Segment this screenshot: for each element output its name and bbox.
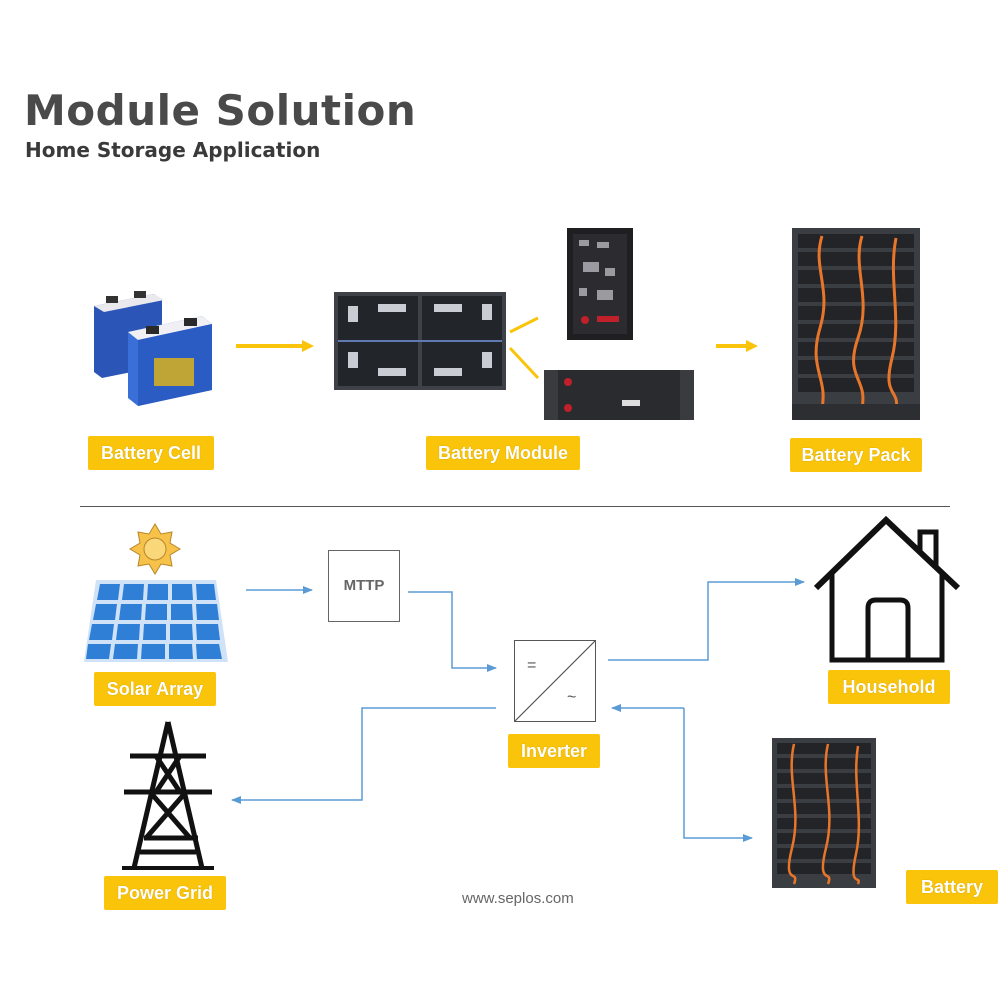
battery-rack-icon [772, 738, 876, 888]
solar-array-label: Solar Array [94, 672, 216, 706]
battery-module-icon [334, 292, 506, 390]
inverter-label: Inverter [508, 734, 600, 768]
mttp-label: MTTP [343, 577, 385, 594]
page-subtitle: Home Storage Application [25, 138, 321, 162]
battery-cell-icon [94, 291, 212, 406]
inverter-box: = ~ [514, 640, 596, 722]
battery-cell-label: Battery Cell [88, 436, 214, 470]
battery-label: Battery [906, 870, 998, 904]
section-divider [80, 506, 950, 507]
branch-arrow-icon [508, 316, 540, 380]
power-tower-icon [122, 721, 214, 870]
arrow-right-icon [716, 340, 758, 352]
bms-board-icon [567, 228, 633, 340]
solar-panel-icon [84, 580, 228, 662]
house-icon [813, 515, 961, 663]
page-title: Module Solution [24, 86, 417, 135]
household-label: Household [828, 670, 950, 704]
sun-icon [129, 523, 181, 575]
ac-symbol: ~ [567, 689, 577, 706]
arrow-right-icon [236, 340, 314, 352]
mttp-box: MTTP [328, 550, 400, 622]
rack-module-icon [544, 370, 694, 420]
battery-pack-label: Battery Pack [790, 438, 922, 472]
power-grid-label: Power Grid [104, 876, 226, 910]
website-text: www.seplos.com [462, 890, 574, 907]
battery-module-label: Battery Module [426, 436, 580, 470]
dc-symbol: = [527, 657, 537, 674]
battery-pack-icon [792, 228, 920, 420]
inverter-diagonal [514, 640, 596, 722]
